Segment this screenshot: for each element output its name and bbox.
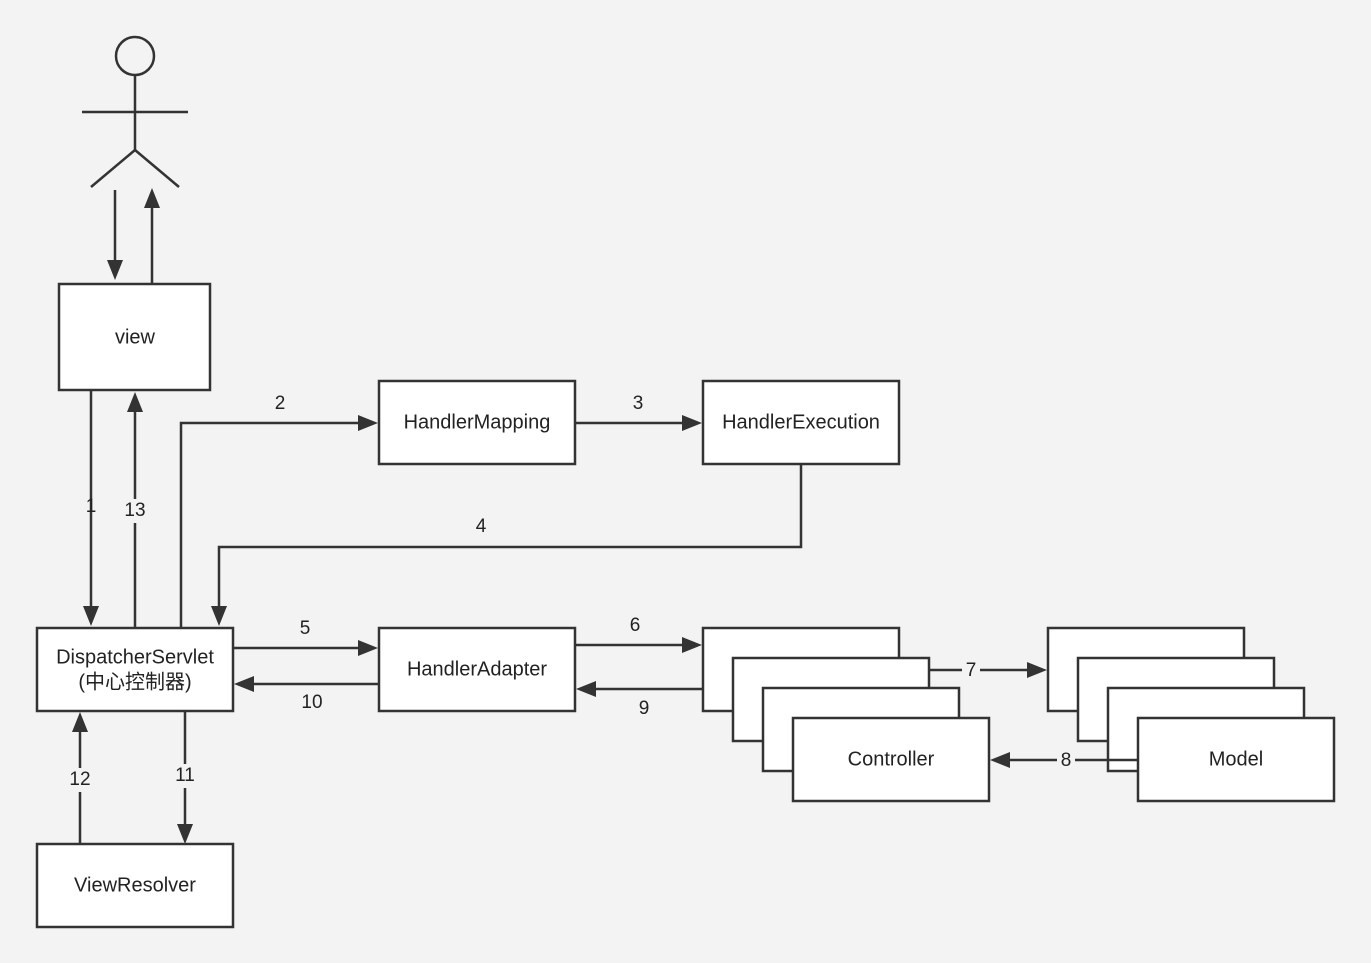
- controller-stack-layer-4: [791, 716, 991, 803]
- handler-execution-node: HandlerExecution: [701, 379, 901, 466]
- edge-2: 2: [179, 393, 378, 628]
- model-label: Model: [1209, 748, 1263, 770]
- dispatcher-servlet-node: DispatcherServlet (中心控制器): [35, 626, 235, 713]
- handler-mapping-label: HandlerMapping: [404, 411, 551, 433]
- dispatcher-servlet-label: DispatcherServlet: [56, 646, 214, 668]
- edge-12-label: 12: [69, 769, 90, 790]
- edge-1-label: 1: [86, 496, 97, 517]
- handler-execution-label: HandlerExecution: [722, 411, 880, 433]
- dispatcher-servlet-sublabel: (中心控制器): [78, 670, 191, 693]
- handler-adapter-node: HandlerAdapter: [377, 626, 577, 713]
- edge-7-label: 7: [966, 660, 977, 681]
- user-actor-icon: [82, 35, 188, 188]
- view-resolver-label: ViewResolver: [74, 874, 196, 896]
- edge-3: 3: [575, 393, 702, 431]
- edge-6-label: 6: [630, 615, 641, 636]
- view-node: view: [57, 282, 212, 392]
- handler-mapping-node: HandlerMapping: [377, 379, 577, 466]
- edge-12: 12: [67, 712, 93, 844]
- edge-4: 4: [211, 464, 803, 626]
- edge-2-label: 2: [275, 393, 286, 414]
- edge-3-label: 3: [633, 393, 644, 414]
- edge-8: 8: [990, 749, 1138, 771]
- edge-5-label: 5: [300, 618, 311, 639]
- handler-adapter-label: HandlerAdapter: [407, 658, 547, 680]
- edge-8-label: 8: [1061, 750, 1072, 771]
- edge-11: 11: [172, 711, 198, 844]
- edge-9-label: 9: [639, 698, 650, 719]
- edge-13: 13: [122, 392, 148, 628]
- view-resolver-node: ViewResolver: [35, 842, 235, 929]
- view-label: view: [115, 326, 156, 348]
- edge-6: 6: [575, 615, 702, 653]
- model-stack: Model: [1046, 626, 1336, 803]
- arrow-user-to-view: [107, 190, 123, 280]
- edge-1: 1: [83, 390, 99, 626]
- controller-label: Controller: [848, 748, 935, 770]
- arrow-view-to-user: [144, 188, 160, 284]
- edge-13-label: 13: [124, 500, 145, 521]
- edge-10-label: 10: [301, 692, 322, 713]
- edge-4-label: 4: [476, 516, 487, 537]
- model-stack-layer-4: [1136, 716, 1336, 803]
- edge-11-label: 11: [175, 765, 195, 786]
- edge-9: 9: [576, 681, 703, 719]
- edge-10: 10: [234, 676, 379, 713]
- edge-7: 7: [929, 659, 1047, 681]
- controller-stack: Controller: [701, 626, 991, 803]
- edge-5: 5: [233, 618, 378, 656]
